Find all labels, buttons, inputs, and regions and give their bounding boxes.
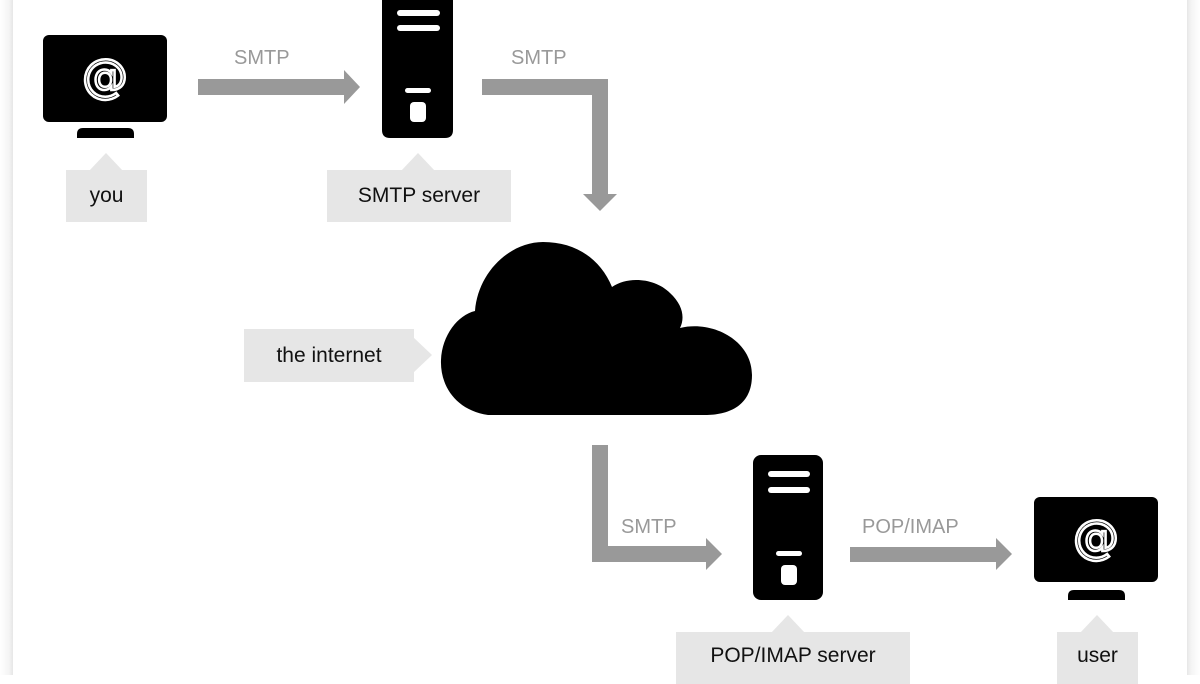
pop-imap-server-icon: [753, 455, 823, 600]
tag-pointer-user: [1080, 615, 1114, 633]
arrow-pop-imap-to-user: [850, 538, 1012, 570]
card-shadow-right: [1187, 0, 1200, 675]
internet-cloud-icon: [440, 242, 752, 415]
at-sign-icon: @: [81, 49, 130, 103]
arrow-internet-to-pop-imap: [592, 445, 722, 570]
node-label-you: you: [66, 170, 147, 222]
arrow-smtp-to-internet: [482, 79, 617, 211]
at-sign-icon: @: [1072, 510, 1121, 564]
tag-pointer-pop-imap-server: [771, 615, 805, 633]
edge-label-smtp-2: SMTP: [511, 47, 567, 69]
edge-label-smtp-3: SMTP: [621, 516, 677, 538]
tag-pointer-you: [89, 153, 123, 171]
edge-label-smtp-1: SMTP: [234, 47, 290, 69]
tag-pointer-internet: [413, 337, 432, 373]
card-shadow-left: [0, 0, 13, 675]
arrow-sender-to-smtp: [198, 70, 360, 104]
edge-label-pop-imap: POP/IMAP: [862, 516, 959, 538]
node-label-pop-imap-server: POP/IMAP server: [676, 632, 910, 684]
node-label-internet: the internet: [244, 329, 414, 382]
node-label-user: user: [1057, 632, 1138, 684]
tag-pointer-smtp-server: [401, 153, 435, 171]
recipient-monitor-icon: [1034, 497, 1158, 600]
sender-monitor-icon: [43, 35, 167, 138]
node-label-smtp-server: SMTP server: [327, 170, 511, 222]
smtp-server-icon: [382, 0, 453, 138]
